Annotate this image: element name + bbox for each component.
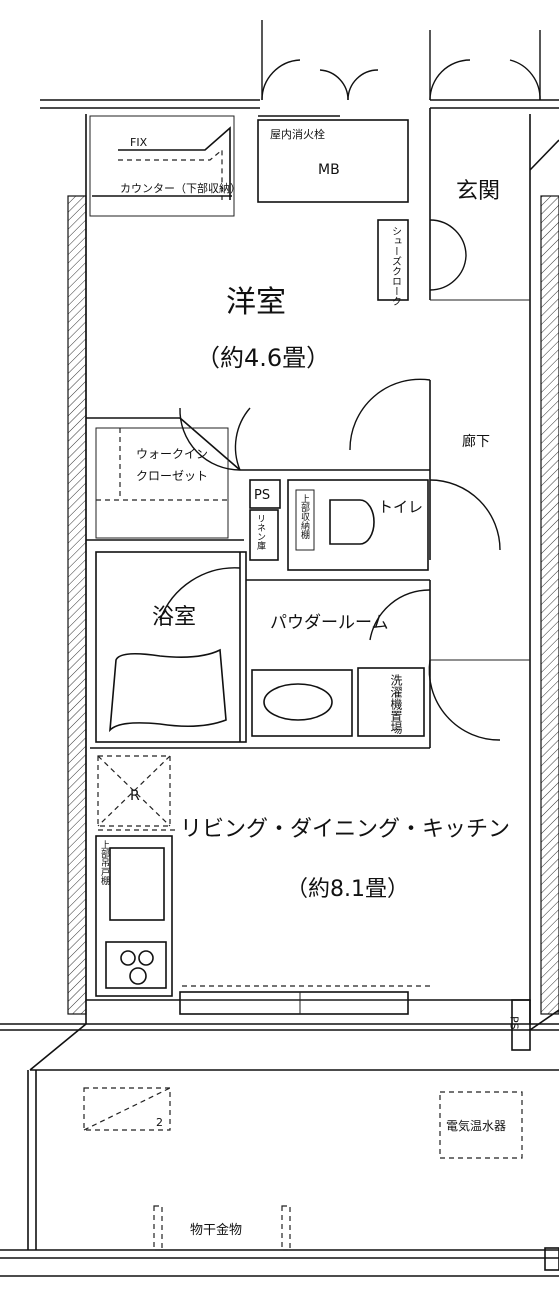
ps-lower-label: PS bbox=[508, 1016, 521, 1030]
washer-label: 洗濯機置場 bbox=[389, 674, 403, 735]
powder-room-label: パウダールーム bbox=[270, 613, 389, 633]
bath-label: 浴室 bbox=[152, 605, 196, 630]
fix-label: FIX bbox=[130, 136, 148, 149]
counter-label: カウンター（下部収納） bbox=[120, 181, 241, 195]
linen-label: リネン庫 bbox=[255, 514, 266, 551]
exterior-walls bbox=[0, 99, 559, 1071]
walk-in-closet-line1: ウォークイン bbox=[136, 447, 208, 461]
interior-walls bbox=[86, 108, 530, 749]
ldk-area: （約8.1畳） bbox=[286, 877, 409, 902]
upper-storage-label: 上部収納棚 bbox=[299, 494, 310, 540]
western-room-name: 洋室 bbox=[226, 285, 286, 320]
interior-doors bbox=[159, 219, 501, 741]
mb-label: MB bbox=[318, 162, 340, 178]
windows bbox=[179, 985, 531, 1051]
entrance-label: 玄関 bbox=[456, 179, 500, 204]
corridor-label: 廊下 bbox=[462, 433, 490, 450]
ldk-name: リビング・ダイニング・キッチン bbox=[180, 817, 510, 842]
western-room-area: （約4.6畳） bbox=[196, 344, 330, 372]
ps-upper-label: PS bbox=[254, 488, 270, 503]
hydrant-label: 屋内消火栓 bbox=[270, 127, 325, 141]
top-entry-area bbox=[89, 20, 541, 217]
toilet-label: トイレ bbox=[378, 498, 423, 516]
shoe-closet-label: シューズクローク bbox=[390, 226, 402, 306]
water-heater-label: 電気温水器 bbox=[446, 1118, 506, 1133]
aircon-mark-label: 2 bbox=[156, 1116, 163, 1129]
balcony bbox=[0, 1069, 559, 1277]
walk-in-closet-line2: クローゼット bbox=[136, 469, 208, 483]
labels: FIX カウンター（下部収納） 屋内消火栓 MB 玄関 シューズクローク 洋室 … bbox=[99, 127, 521, 1238]
drying-hardware-label: 物干金物 bbox=[190, 1222, 242, 1238]
kitchen-upper-storage-label: 上部吊戸棚 bbox=[99, 840, 110, 886]
refrigerator-label: R bbox=[130, 788, 140, 804]
kitchen bbox=[95, 755, 178, 997]
